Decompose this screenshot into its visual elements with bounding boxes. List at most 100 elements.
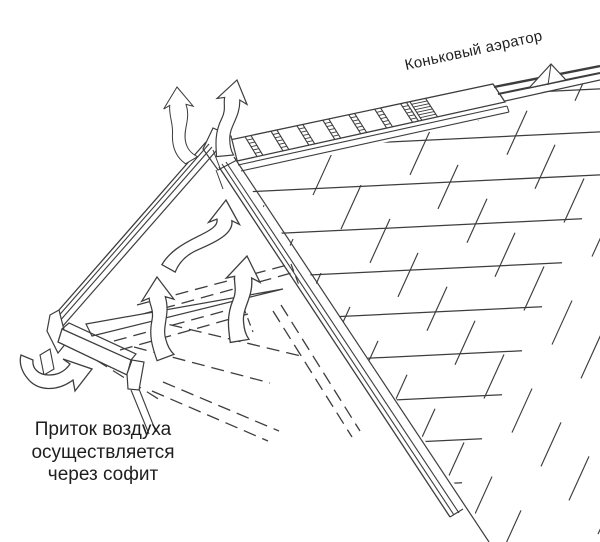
vent-hatch-line [384, 123, 391, 126]
shingle-joint-line [374, 496, 396, 541]
shingle-joint-line [289, 394, 311, 440]
shingle-joint-line [312, 150, 334, 196]
shingle-joint-line [397, 252, 419, 298]
vent-hatch-line [324, 121, 331, 124]
vent-hatch-line [250, 144, 258, 148]
shingle-joint-line [346, 462, 368, 507]
vent-hatch-line [382, 120, 389, 123]
hidden-edge-line [149, 319, 302, 357]
vent-hatch-line [330, 131, 337, 134]
shingle-joint-line [22, 212, 42, 256]
rake-board-line [233, 156, 490, 542]
gable-airflow-arrow-middle [160, 198, 242, 274]
shingle-joint-line [426, 286, 448, 331]
shingle-joint-line [153, 503, 173, 542]
soffit-board [85, 288, 284, 337]
vent-hatch-line [414, 105, 431, 111]
shingle-joint-line [56, 523, 76, 542]
vent-hatch-line [376, 110, 383, 113]
shingle-joint-line [454, 320, 476, 365]
ridge-aerator [202, 83, 510, 172]
shingle-joint-line [27, 489, 47, 533]
shingle-joint-line [540, 422, 562, 467]
fascia-return-board [126, 359, 145, 391]
cap-division-line [409, 101, 423, 121]
shingle-joint-line [193, 415, 213, 459]
hidden-edge-line [142, 271, 296, 315]
rake-board-line [218, 166, 451, 518]
ridge-cap-end-triangle-shape [527, 63, 568, 89]
hidden-edge-line [162, 381, 280, 432]
vent-hatch-line [328, 128, 335, 131]
vent-hatch-line [378, 113, 385, 116]
vent-hatch-line [416, 108, 433, 113]
shingle-joint-line [466, 198, 488, 243]
wall-corner-line [130, 389, 150, 435]
shingle-joint-line [386, 374, 408, 419]
rake-board-line [54, 143, 210, 321]
shingle-course-line [242, 218, 583, 251]
ridge-cap-end-triangle [527, 63, 568, 89]
vent-hatch-line [278, 142, 285, 145]
rake-board-line [221, 163, 455, 516]
rake-board-line [225, 161, 460, 514]
hidden-edge-line [113, 305, 244, 342]
shingle-joint-line [90, 158, 110, 202]
vent-hatch-line [356, 125, 363, 128]
shingle-joint-line [523, 266, 545, 311]
vent-hatch-line [298, 127, 305, 130]
shingle-joint-line [511, 388, 533, 433]
vent-hatch-line [280, 145, 287, 149]
shingle-joint-line [79, 279, 99, 323]
soffit-note-line-1: Приток воздуха [35, 419, 172, 440]
hidden-structure [95, 263, 361, 442]
ridge-aerator-vent-slots [244, 98, 438, 157]
shingle-course-line [242, 262, 563, 295]
shingle-joint-line [563, 178, 585, 223]
shingle-joint-line [369, 218, 391, 264]
shingle-joint-line [119, 191, 139, 235]
shingle-joint-line [483, 354, 505, 399]
hidden-edge-connector [290, 263, 301, 289]
rake-front [215, 156, 490, 542]
shingle-joint-line [0, 300, 2, 344]
shingle-joint-line [471, 476, 493, 521]
ridge-line [493, 63, 600, 102]
shingle-course-line [242, 350, 523, 383]
vent-hatch-line [300, 130, 307, 133]
rake-mitre-line [215, 169, 224, 190]
vent-hatch-line [332, 134, 339, 137]
vent-hatch-line [402, 105, 409, 108]
vent-hatch-line [246, 138, 254, 141]
airflow-arrows [19, 75, 265, 393]
fascia-top-bevel [61, 322, 137, 361]
vent-hatch-line [420, 113, 436, 119]
shingle-joint-line [0, 455, 19, 499]
vent-hatch-line [413, 103, 430, 108]
shingle-course-line [242, 174, 600, 207]
shingle-joint-line [357, 340, 379, 386]
aerator-flange-line [237, 105, 508, 166]
wall-corner-line [138, 388, 157, 433]
shingle-joint-line [443, 442, 465, 487]
shingle-joint-line [437, 164, 459, 210]
rake-board-line [57, 146, 213, 324]
shingle-joint-line [249, 482, 271, 528]
vent-hatch-line [272, 132, 279, 135]
rake-board-end-cut [449, 508, 464, 518]
shingle-joint-line [221, 449, 241, 493]
rake-board-line [51, 141, 207, 319]
shingle-course-line [242, 306, 543, 339]
vent-hatch-line [406, 111, 413, 114]
shingle-joint-line [409, 130, 431, 176]
shingle-joint-line [317, 428, 339, 474]
vent-hatch-line [350, 116, 357, 119]
vent-hatch-line [254, 151, 262, 154]
ridge-cap-end-fold [547, 63, 552, 86]
vent-hatch-line [276, 139, 283, 142]
shingle-joint-line [340, 184, 362, 230]
vent-hatch-line [326, 124, 333, 128]
soffit-note-line-2: осуществляется [31, 442, 174, 463]
